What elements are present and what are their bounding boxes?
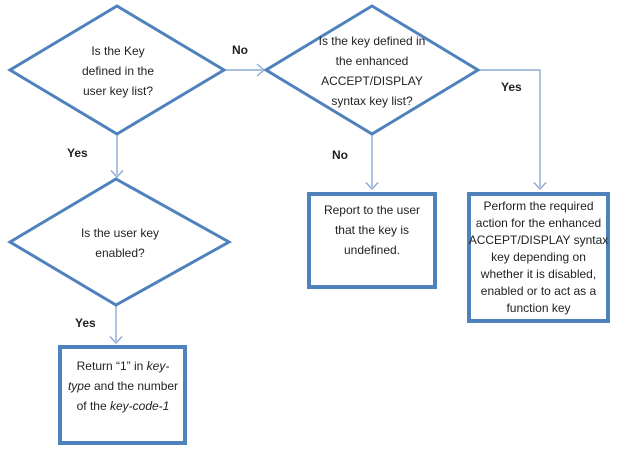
- connector-d2-to-perform: [478, 69, 541, 187]
- decision-enhanced-key-defined-text: Is the key defined in the enhanced ACCEP…: [318, 34, 426, 108]
- decision-user-key-defined-text: Is the Key defined in the user key list?: [81, 44, 155, 98]
- return-text-part-2: and the number: [90, 379, 179, 393]
- process-return-key-type: [58, 345, 187, 445]
- edge-label-d2-to-perform: Yes: [501, 80, 522, 94]
- decision-user-key-enabled: [7, 177, 233, 307]
- arrowhead-d3-to-return: [109, 336, 123, 345]
- decision-user-key-enabled-text: Is the user key enabled?: [80, 226, 160, 260]
- process-perform-action: [467, 192, 610, 323]
- return-text-key-code-italic: key-code-1: [109, 399, 170, 413]
- process-return-key-type-text: Return “1” in key-type and the number of …: [60, 356, 186, 416]
- process-report-undefined: [307, 192, 437, 289]
- return-text-key-type-italic-2: type: [67, 379, 91, 393]
- arrowhead-d1-to-d3: [110, 170, 124, 179]
- process-group: [58, 192, 610, 445]
- edge-label-d1-to-d2: No: [232, 43, 248, 57]
- process-perform-action-text: Perform the required action for the enha…: [468, 199, 609, 315]
- return-text-part-3: of the: [76, 399, 110, 413]
- decision-enhanced-key-defined: [263, 4, 481, 136]
- return-text-part: Return “1” in: [76, 359, 147, 373]
- return-text-key-type-italic: key-: [146, 359, 170, 373]
- process-report-undefined-text: Report to the user that the key is undef…: [323, 203, 421, 257]
- connector-group: [109, 63, 547, 345]
- edge-label-d2-to-report: No: [332, 148, 348, 162]
- arrowhead-d2-to-report: [365, 182, 379, 191]
- decision-group: [7, 4, 481, 307]
- decision-user-key-defined: [7, 4, 227, 136]
- edge-label-d1-to-d3: Yes: [67, 146, 88, 160]
- edge-label-d3-to-return: Yes: [75, 316, 96, 330]
- arrowhead-d2-to-perform: [533, 182, 547, 191]
